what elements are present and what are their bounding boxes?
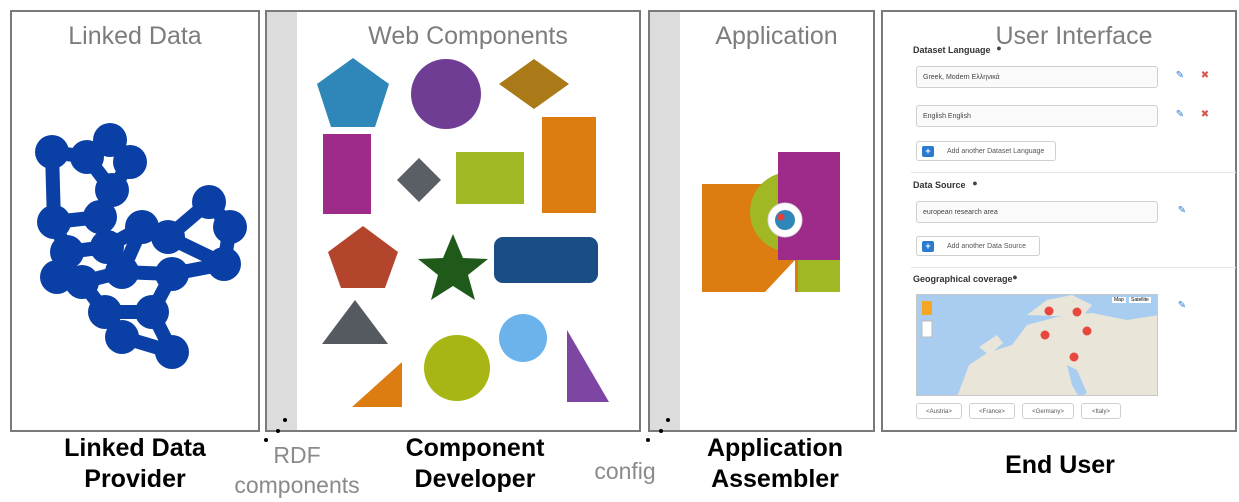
graph-node [151, 220, 185, 254]
orange-rect-shape [542, 117, 596, 213]
language-field-2[interactable]: English English [916, 105, 1158, 127]
gray-diamond-shape [397, 158, 441, 202]
graph-node [40, 260, 74, 294]
web-components-title: Web Components [368, 22, 568, 50]
country-tag[interactable]: <Italy> [1081, 403, 1121, 419]
navy-rounded-rect-shape [494, 237, 598, 283]
coverage-map[interactable]: Map Satellite [916, 294, 1158, 396]
rdf-components-label: RDF components [222, 440, 372, 500]
section-divider [911, 172, 1236, 173]
graph-node [213, 210, 247, 244]
role-line: Developer [414, 465, 536, 493]
linked-data-panel: Linked Data [10, 10, 260, 432]
component-shapes [317, 58, 609, 407]
graph-node [155, 257, 189, 291]
plus-icon: + [922, 241, 934, 252]
role-line: Application [706, 434, 844, 462]
web-components-panel: Web Components [265, 10, 641, 432]
conn-line: components [234, 472, 360, 498]
add-language-button[interactable]: + Add another Dataset Language [916, 141, 1056, 161]
app-graph-badge-dot [777, 213, 785, 221]
blue-pentagon-shape [317, 58, 389, 127]
orange-triangle-shape [352, 362, 402, 407]
green-star-shape [418, 234, 488, 300]
graph-node [35, 135, 69, 169]
purple-circle-shape [411, 59, 481, 129]
info-icon: ● [1012, 272, 1018, 282]
linked-data-provider-label: Linked Data Provider [20, 433, 250, 495]
graph-node [105, 255, 139, 289]
graph-node [95, 173, 129, 207]
purple-triangle-shape [567, 330, 609, 402]
graph-node [113, 145, 147, 179]
user-interface-panel: User Interface Dataset Language ● Greek,… [881, 10, 1237, 432]
graph-node [90, 230, 124, 264]
lime-circle-shape [424, 335, 490, 401]
language-field-1[interactable]: Greek, Modern Ελληνικά [916, 66, 1158, 88]
info-icon: ● [996, 43, 1002, 53]
graph-node [135, 295, 169, 329]
data-source-field[interactable]: european research area [916, 201, 1158, 223]
role-line: Linked Data [64, 434, 206, 462]
assembled-app-graphic [702, 152, 840, 292]
add-data-source-button[interactable]: + Add another Data Source [916, 236, 1040, 256]
linked-data-title: Linked Data [68, 22, 202, 50]
graph-node [207, 247, 241, 281]
user-interface-title: User Interface [995, 22, 1153, 50]
section-divider [911, 267, 1236, 268]
gray-triangle-shape [322, 300, 388, 344]
graph-node [93, 123, 127, 157]
add-language-label: Add another Dataset Language [947, 148, 1045, 155]
delete-icon[interactable]: ✖ [1200, 70, 1210, 81]
graph-node [88, 295, 122, 329]
panel-side-bar [650, 12, 680, 430]
component-developer-label: Component Developer [375, 433, 575, 495]
application-panel: Application [648, 10, 875, 432]
edit-icon[interactable]: ✎ [1177, 205, 1187, 216]
add-data-source-label: Add another Data Source [947, 243, 1026, 250]
role-line: Component [405, 434, 545, 462]
info-icon: ● [972, 178, 978, 188]
country-tag[interactable]: <Austria> [916, 403, 962, 419]
dataset-language-label: Dataset Language [913, 45, 991, 55]
map-button[interactable]: Map [1112, 297, 1126, 303]
linked-data-graph-icon [35, 123, 247, 369]
satellite-button[interactable]: Satellite [1129, 297, 1151, 303]
data-source-label: Data Source [913, 180, 966, 190]
brown-diamond-shape [499, 59, 569, 109]
magenta-rect-shape [323, 134, 371, 214]
delete-icon[interactable]: ✖ [1200, 109, 1210, 120]
graph-node [83, 200, 117, 234]
graph-node [37, 205, 71, 239]
conn-line: RDF [273, 442, 321, 468]
application-title: Application [715, 22, 838, 50]
edit-icon[interactable]: ✎ [1177, 300, 1187, 311]
europe-map-graphic [917, 295, 1157, 395]
role-line: Provider [84, 465, 186, 493]
geographical-coverage-label: Geographical coverage [913, 274, 1013, 284]
application-assembler-label: Application Assembler [680, 433, 870, 495]
app-white-triangle [765, 260, 795, 292]
app-green-rect [798, 260, 840, 292]
country-tag[interactable]: <Germany> [1022, 403, 1074, 419]
graph-node [192, 185, 226, 219]
config-label: config [594, 458, 656, 484]
graph-node [105, 320, 139, 354]
edit-icon[interactable]: ✎ [1175, 70, 1185, 81]
red-pentagon-shape [328, 226, 398, 288]
country-tag[interactable]: <France> [969, 403, 1015, 419]
end-user-label: End User [1005, 451, 1115, 479]
panel-side-bar [267, 12, 297, 430]
plus-icon: + [922, 146, 934, 157]
light-blue-circle-shape [499, 314, 547, 362]
graph-node [155, 335, 189, 369]
green-rect-shape [456, 152, 524, 204]
edit-icon[interactable]: ✎ [1175, 109, 1185, 120]
graph-node [125, 210, 159, 244]
role-line: Assembler [711, 465, 839, 493]
